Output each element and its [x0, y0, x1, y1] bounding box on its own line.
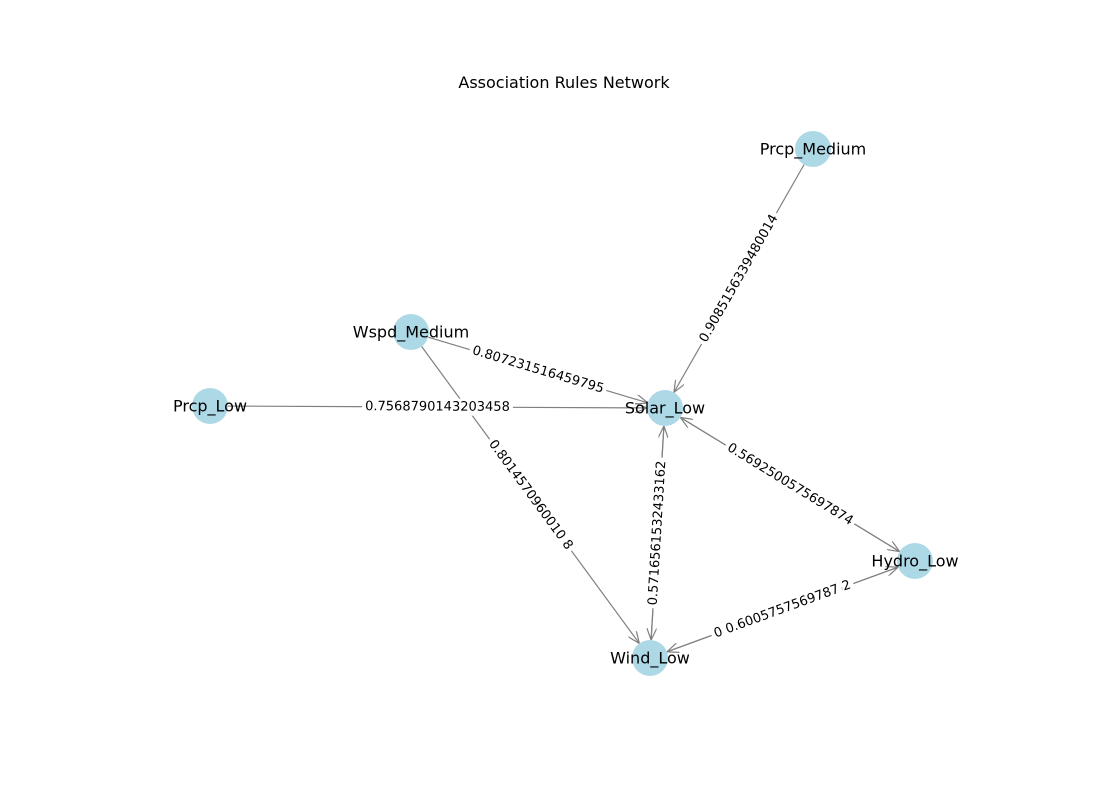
- edge-label: 0.5692500575697874: [724, 440, 855, 528]
- edge-label-background: [720, 579, 845, 640]
- edge-label-background: [694, 208, 784, 349]
- node-prcp-medium: Prcp_Medium: [760, 131, 867, 167]
- edge-label-group: 0.807231516459795: [467, 341, 609, 399]
- node-label: Wind_Low: [610, 649, 690, 669]
- node-label: Prcp_Low: [173, 397, 247, 417]
- node-label: Hydro_Low: [871, 552, 958, 572]
- edge-label-group: 0.5692500575697874: [721, 437, 859, 532]
- edges-layer: [227, 164, 900, 652]
- edge-label-background: [362, 398, 513, 416]
- node-wspd-medium: Wspd_Medium: [353, 314, 469, 350]
- node-label: Prcp_Medium: [760, 140, 867, 160]
- node-circle: [393, 314, 429, 350]
- node-circle: [632, 640, 668, 676]
- node-solar-low: Solar_Low: [625, 390, 705, 426]
- node-label: Wspd_Medium: [353, 323, 469, 343]
- edge-label: 0.8014570960010 8: [485, 437, 575, 553]
- edge-label-background: [467, 341, 609, 399]
- node-circle: [897, 543, 933, 579]
- edge-label: 0.7568790143203458: [365, 399, 510, 415]
- node-prcp-low: Prcp_Low: [173, 388, 247, 424]
- node-circle: [192, 388, 228, 424]
- node-wind-low: Wind_Low: [610, 640, 690, 676]
- node-circle: [795, 131, 831, 167]
- edge-label: 0.9085156339480014: [697, 212, 782, 345]
- edge-label-background: [721, 437, 859, 532]
- edge-label-group: 0.7568790143203458: [362, 398, 513, 416]
- edge-label-group: 0.6005757569787: [720, 579, 845, 640]
- node-label: Solar_Low: [625, 399, 705, 419]
- edge-labels-layer: 0.9085156339480014 0.807231516459795 0.801…: [362, 208, 859, 644]
- edge-label: 0.6005757569787: [724, 582, 842, 637]
- node-circle: [647, 390, 683, 426]
- edge-label-background: [482, 434, 579, 556]
- edge-label-background: [644, 457, 671, 609]
- edge-label-group: 0.5716561532433162: [644, 457, 671, 609]
- node-hydro-low: Hydro_Low: [871, 543, 959, 579]
- edge-label: 0.807231516459795: [470, 343, 605, 396]
- edge-label-group: 0.9085156339480014: [694, 208, 784, 349]
- figure-title: Association Rules Network: [458, 73, 670, 92]
- edge-label-group: 0.8014570960010 8: [482, 434, 579, 556]
